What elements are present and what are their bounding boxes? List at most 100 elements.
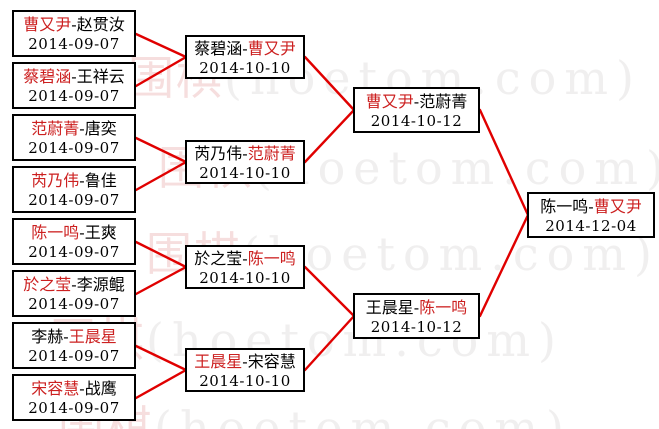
player-name: 李源鲲 <box>76 275 125 294</box>
connector-line <box>478 108 530 217</box>
connector-line <box>134 368 188 400</box>
match-box-r1-8: 宋容慧-战鹰 2014-09-07 <box>12 374 136 421</box>
match-box-r1-2: 蔡碧涵-王祥云 2014-09-07 <box>12 62 136 109</box>
match-date: 2014-09-07 <box>28 139 120 157</box>
connector-line <box>134 136 188 164</box>
separator: - <box>242 249 248 268</box>
player-name: 蔡碧涵 <box>23 67 72 86</box>
connector-line <box>303 108 356 164</box>
match-date: 2014-09-07 <box>28 295 120 313</box>
match-box-qf-4: 王晨星-宋容慧 2014-10-10 <box>185 348 305 392</box>
match-box-r1-4: 芮乃伟-鲁佳 2014-09-07 <box>12 166 136 213</box>
player-name: 范蔚菁 <box>31 119 80 138</box>
match-date: 2014-10-12 <box>370 112 463 130</box>
player-name: 曹又尹 <box>23 15 72 34</box>
match-box-qf-3: 於之莹-陈一鸣 2014-10-10 <box>185 245 305 289</box>
player-name: 陈一鸣 <box>247 249 296 268</box>
match-box-r1-6: 於之莹-李源鲲 2014-09-07 <box>12 270 136 317</box>
match-date: 2014-10-10 <box>199 59 291 77</box>
connector-line <box>134 32 188 59</box>
match-box-r1-3: 范蔚菁-唐奕 2014-09-07 <box>12 114 136 161</box>
match-players: 王晨星-宋容慧 <box>187 352 303 372</box>
separator: - <box>242 39 248 58</box>
match-date: 2014-10-12 <box>370 318 463 336</box>
separator: - <box>588 197 594 216</box>
player-name: 赵贯汝 <box>76 15 125 34</box>
player-name: 宋容慧 <box>31 379 80 398</box>
player-name: 於之莹 <box>23 275 72 294</box>
separator: - <box>63 327 69 346</box>
match-date: 2014-09-07 <box>28 243 120 261</box>
watermark-latin: (hoetom.com) <box>254 141 659 195</box>
player-name: 曹又尹 <box>247 39 296 58</box>
player-name: 宋容慧 <box>247 352 296 371</box>
match-date: 2014-09-07 <box>28 35 120 53</box>
separator: - <box>79 119 85 138</box>
player-name: 芮乃伟 <box>194 144 243 163</box>
separator: - <box>242 144 248 163</box>
match-box-r1-5: 陈一鸣-王爽 2014-09-07 <box>12 218 136 265</box>
match-players: 於之莹-陈一鸣 <box>187 249 303 269</box>
player-name: 陈一鸣 <box>31 223 80 242</box>
match-box-r1-7: 李赫-王晨星 2014-09-07 <box>12 322 136 369</box>
connector-line <box>303 314 356 372</box>
match-box-qf-1: 蔡碧涵-曹又尹 2014-10-10 <box>185 35 305 79</box>
player-name: 王爽 <box>84 223 117 242</box>
match-date: 2014-10-10 <box>199 269 291 287</box>
player-name: 曹又尹 <box>365 92 414 111</box>
match-players: 李赫-王晨星 <box>14 327 134 347</box>
player-name: 唐奕 <box>84 119 117 138</box>
match-players: 蔡碧涵-王祥云 <box>14 67 134 87</box>
player-name: 王祥云 <box>76 67 125 86</box>
player-name: 王晨星 <box>68 327 117 346</box>
player-name: 李赫 <box>31 327 64 346</box>
separator: - <box>242 352 248 371</box>
match-box-r1-1: 曹又尹-赵贯汝 2014-09-07 <box>12 10 136 57</box>
separator: - <box>71 275 77 294</box>
player-name: 陈一鸣 <box>419 298 468 317</box>
match-players: 范蔚菁-唐奕 <box>14 119 134 139</box>
connector-line <box>134 55 188 88</box>
match-players: 芮乃伟-鲁佳 <box>14 171 134 191</box>
separator: - <box>71 15 77 34</box>
match-date: 2014-12-04 <box>545 217 637 235</box>
separator: - <box>79 171 85 190</box>
player-name: 芮乃伟 <box>31 171 80 190</box>
match-box-sf-1: 曹又尹-范蔚菁 2014-10-12 <box>353 87 480 133</box>
player-name: 陈一鸣 <box>540 197 589 216</box>
player-name: 蔡碧涵 <box>194 39 243 58</box>
match-players: 陈一鸣-王爽 <box>14 223 134 243</box>
match-box-final: 陈一鸣-曹又尹 2014-12-04 <box>527 192 655 238</box>
player-name: 於之莹 <box>194 249 243 268</box>
match-box-sf-2: 王晨星-陈一鸣 2014-10-12 <box>353 293 480 339</box>
player-name: 曹又尹 <box>593 197 642 216</box>
separator: - <box>79 379 85 398</box>
match-players: 於之莹-李源鲲 <box>14 275 134 295</box>
player-name: 王晨星 <box>365 298 414 317</box>
player-name: 王晨星 <box>194 352 243 371</box>
match-date: 2014-09-07 <box>28 347 120 365</box>
player-name: 战鹰 <box>84 379 117 398</box>
player-name: 鲁佳 <box>84 171 117 190</box>
match-date: 2014-10-10 <box>199 164 291 182</box>
separator: - <box>79 223 85 242</box>
player-name: 范蔚菁 <box>247 144 296 163</box>
match-players: 王晨星-陈一鸣 <box>355 298 478 318</box>
connector-line <box>134 240 188 269</box>
connector-line <box>134 344 188 372</box>
connector-line <box>303 55 356 112</box>
match-date: 2014-09-07 <box>28 191 120 209</box>
connector-line <box>134 160 188 192</box>
connector-line <box>303 265 356 318</box>
match-players: 宋容慧-战鹰 <box>14 379 134 399</box>
match-date: 2014-09-07 <box>28 399 120 417</box>
connector-line <box>134 265 188 296</box>
match-players: 曹又尹-赵贯汝 <box>14 15 134 35</box>
match-players: 曹又尹-范蔚菁 <box>355 92 478 112</box>
separator: - <box>413 92 420 111</box>
match-box-qf-2: 芮乃伟-范蔚菁 2014-10-10 <box>185 140 305 184</box>
match-players: 芮乃伟-范蔚菁 <box>187 144 303 164</box>
watermark-latin: (hoetom.com) <box>154 401 572 429</box>
separator: - <box>71 67 77 86</box>
